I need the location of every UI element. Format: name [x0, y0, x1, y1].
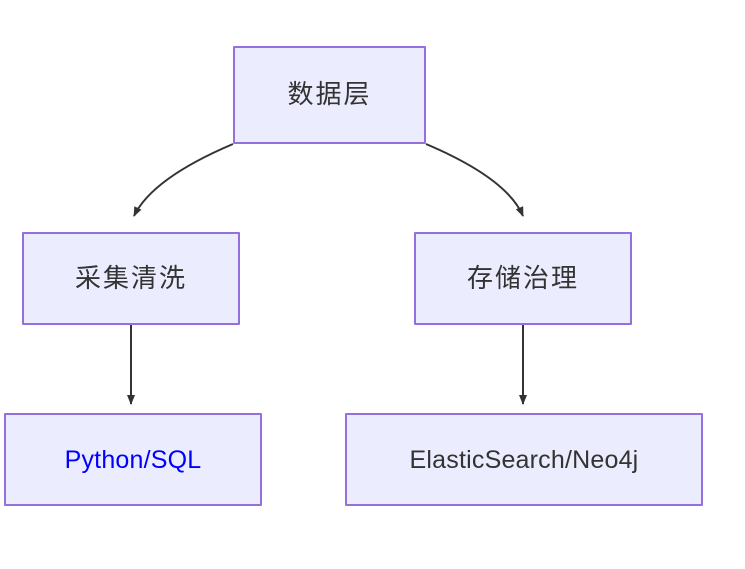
node-storage-label: 存储治理: [466, 262, 579, 293]
node-data-layer-label: 数据层: [287, 79, 372, 110]
node-data-layer[interactable]: 数据层: [233, 46, 426, 144]
node-collect[interactable]: 采集清洗: [22, 232, 240, 325]
node-collect-label: 采集清洗: [74, 262, 187, 293]
node-python-sql-label: Python/SQL: [64, 445, 202, 474]
node-elastic-neo4j-label: ElasticSearch/Neo4j: [409, 445, 639, 474]
edge-data-layer-to-collect: [133, 143, 234, 217]
node-python-sql[interactable]: Python/SQL: [4, 413, 262, 506]
edge-data-layer-to-storage: [425, 143, 524, 217]
node-storage[interactable]: 存储治理: [414, 232, 632, 325]
node-elastic-neo4j[interactable]: ElasticSearch/Neo4j: [345, 413, 703, 506]
